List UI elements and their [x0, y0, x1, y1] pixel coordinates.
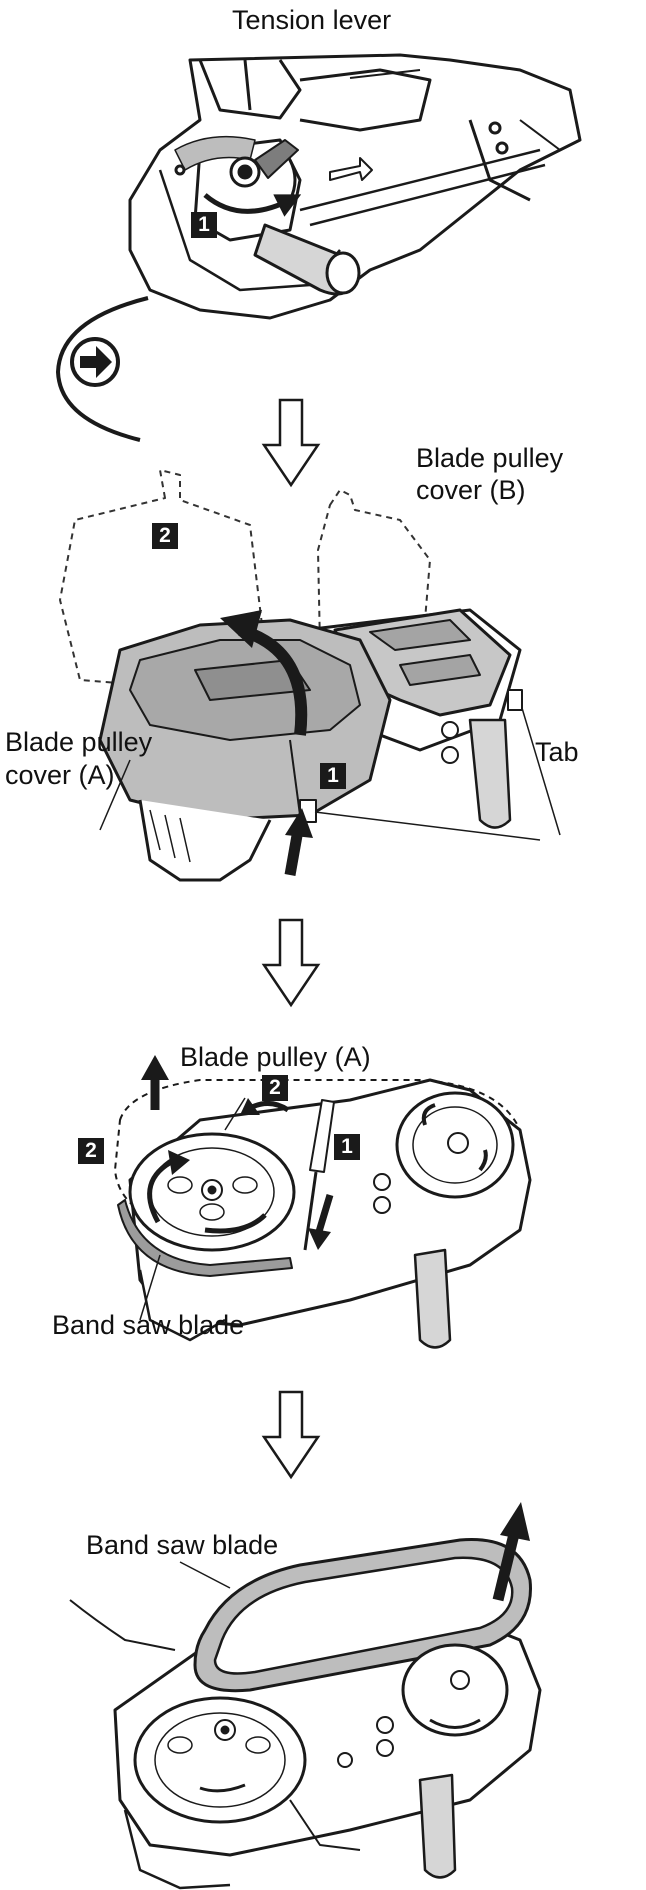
hollow-down-arrow-icon [264, 400, 318, 485]
label-tension-lever: Tension lever [232, 5, 391, 36]
hollow-down-arrow-icon [264, 1392, 318, 1477]
hollow-down-arrow-icon [264, 920, 318, 1005]
step-marker-1: 1 [191, 212, 217, 238]
step-marker-1: 1 [320, 763, 346, 789]
label-blade-pulley-cover-a-line2: cover (A) [5, 760, 115, 791]
label-blade-pulley-a: Blade pulley (A) [180, 1042, 371, 1073]
label-blade-pulley-cover-a-line1: Blade pulley [5, 727, 152, 758]
label-band-saw-blade: Band saw blade [86, 1530, 278, 1561]
label-tab: Tab [535, 737, 579, 768]
step-marker-2: 2 [152, 523, 178, 549]
arrow-right-circle-icon [58, 298, 148, 440]
label-band-saw-blade: Band saw blade [52, 1310, 244, 1341]
step-marker-1: 1 [334, 1134, 360, 1160]
panel-3-blade-pulley [115, 1055, 530, 1348]
step-marker-2: 2 [262, 1075, 288, 1101]
label-blade-pulley-cover-b-line2: cover (B) [416, 475, 526, 506]
step-marker-2: 2 [78, 1138, 104, 1164]
panel-2-pulley-covers [60, 470, 560, 880]
panel-1-tension-lever [130, 55, 580, 318]
label-blade-pulley-cover-b-line1: Blade pulley [416, 443, 563, 474]
